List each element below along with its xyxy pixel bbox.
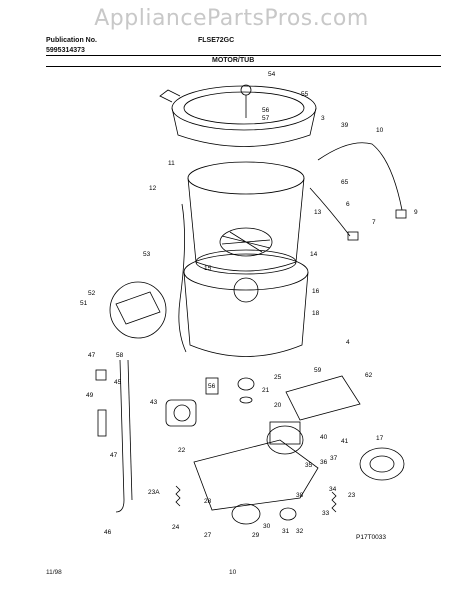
part-label: 17 — [376, 435, 384, 442]
part-label: 14 — [310, 251, 318, 258]
part-label: 22 — [178, 447, 186, 454]
part-label: 40 — [320, 434, 328, 441]
part-label: 57 — [262, 115, 270, 122]
part-label: 29 — [252, 532, 260, 539]
part-label: 18 — [312, 310, 320, 317]
publication-number: 5995314373 — [46, 47, 85, 54]
spin-basket-drawing — [187, 161, 305, 275]
part-label: 16 — [312, 288, 320, 295]
footer-page-number: 10 — [229, 569, 237, 576]
pump-drawing — [165, 377, 219, 427]
motor-base-drawing — [193, 375, 361, 511]
part-label: 46 — [104, 529, 112, 536]
part-label: 34 — [329, 486, 337, 493]
bracket-inset-drawing — [109, 281, 167, 339]
outer-tub-drawing — [183, 253, 309, 357]
part-label: 35 — [305, 462, 313, 469]
part-label: 23 — [348, 492, 356, 499]
part-label: 55 — [301, 91, 309, 98]
part-label: 58 — [116, 352, 124, 359]
part-label: 56 — [208, 383, 216, 390]
part-label: 24 — [172, 524, 180, 531]
part-label: 37 — [330, 455, 338, 462]
part-label: 43 — [150, 399, 158, 406]
drain-hose-drawing — [309, 142, 407, 241]
part-callouts: 54 55 56 57 3 39 10 11 65 12 13 6 7 9 53… — [80, 71, 418, 539]
part-label: 20 — [274, 402, 282, 409]
part-label: 9 — [414, 209, 418, 216]
part-label: 47 — [110, 452, 118, 459]
part-label: 23A — [148, 489, 160, 496]
part-label: 4 — [346, 339, 350, 346]
part-label: 25 — [274, 374, 282, 381]
part-label: 27 — [204, 532, 212, 539]
part-label: 28 — [204, 498, 212, 505]
part-label: 10 — [376, 127, 384, 134]
publication-label: Publication No. — [46, 37, 97, 44]
part-label: 6 — [346, 201, 350, 208]
part-label: 3 — [321, 115, 325, 122]
part-label: 7 — [372, 219, 376, 226]
part-label: 62 — [365, 372, 373, 379]
part-label: 33 — [322, 510, 330, 517]
spring-right-drawing — [331, 491, 337, 513]
suspension-rod-drawing — [178, 203, 187, 353]
section-title: MOTOR/TUB — [212, 57, 255, 64]
part-label: 38 — [296, 492, 304, 499]
diagram-code: P17T0033 — [356, 534, 386, 541]
part-label: 36 — [320, 459, 328, 466]
part-label: 51 — [80, 300, 88, 307]
fill-hose-drawing — [95, 359, 133, 513]
part-label: 21 — [262, 387, 270, 394]
pulley-drawing — [231, 447, 405, 525]
part-label: 15 — [204, 265, 212, 272]
header-rule-top — [46, 55, 441, 56]
watermark: AppliancePartsPros.com — [94, 6, 369, 31]
part-label: 56 — [262, 107, 270, 114]
part-label: 49 — [86, 392, 94, 399]
part-label: 30 — [263, 523, 271, 530]
part-label: 65 — [341, 179, 349, 186]
tub-ring-drawing — [159, 84, 317, 147]
part-label: 32 — [296, 528, 304, 535]
part-label: 11 — [168, 160, 175, 167]
part-label: 45 — [114, 379, 122, 386]
footer-date: 11/98 — [46, 569, 62, 576]
part-label: 53 — [143, 251, 151, 258]
part-label: 41 — [341, 438, 349, 445]
part-label: 54 — [268, 71, 276, 78]
part-label: 47 — [88, 352, 96, 359]
model-number: FLSE72GC — [198, 37, 235, 44]
header-rule-bottom — [46, 66, 441, 67]
part-label: 39 — [341, 122, 349, 129]
spring-left-drawing — [175, 485, 181, 507]
part-label: 52 — [88, 290, 96, 297]
part-label: 59 — [314, 367, 322, 374]
part-label: 31 — [282, 528, 290, 535]
part-label: 13 — [314, 209, 322, 216]
part-label: 12 — [149, 185, 157, 192]
